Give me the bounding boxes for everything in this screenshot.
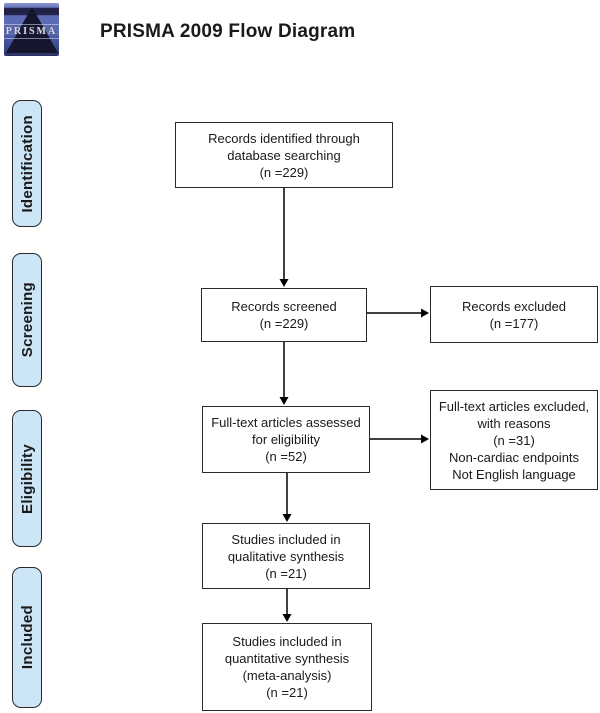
box-line: Not English language <box>452 466 576 482</box>
box-fulltext-assessed: Full-text articles assessed for eligibil… <box>202 406 370 473</box>
box-count: (n =21) <box>266 685 308 700</box>
box-line: qualitative synthesis <box>227 548 345 564</box>
pyramid-icon <box>5 7 58 53</box>
box-line: quantitative synthesis <box>224 651 350 666</box>
box-qualitative-synthesis: Studies included in qualitative synthesi… <box>202 523 370 589</box>
box-line: for eligibility <box>252 432 320 447</box>
prisma-logo-text: PRISMA <box>4 24 59 39</box>
phase-label-included: Included <box>12 567 42 708</box>
box-count: (n =177) <box>489 315 539 331</box>
box-count: (n =31) <box>493 432 535 448</box>
box-quantitative-synthesis: Studies included in quantitative synthes… <box>202 623 372 711</box>
phase-label-eligibility: Eligibility <box>12 410 42 547</box>
box-line: Full-text articles excluded, <box>438 398 590 414</box>
box-count: (n =229) <box>259 164 309 180</box>
box-count: (n =52) <box>265 449 307 464</box>
box-count: (n =21) <box>265 565 307 581</box>
box-line: Records excluded <box>461 298 567 314</box>
box-line: with reasons <box>477 415 551 431</box>
box-records-excluded: Records excluded (n =177) <box>430 286 598 343</box>
box-line: (meta-analysis) <box>242 668 332 683</box>
page-title: PRISMA 2009 Flow Diagram <box>100 21 356 42</box>
phase-label-screening: Screening <box>12 253 42 387</box>
box-records-screened: Records screened (n =229) <box>201 288 367 342</box>
box-line: Full-text articles assessed <box>211 415 361 430</box>
box-fulltext-excluded: Full-text articles excluded, with reason… <box>430 390 598 490</box>
box-count: (n =229) <box>259 316 309 331</box>
box-line: Non-cardiac endpoints <box>448 449 580 465</box>
box-line: Records screened <box>231 299 337 314</box>
box-line: Studies included in <box>231 531 341 547</box>
phase-label-identification: Identification <box>12 100 42 227</box>
box-line: Records identified through <box>208 130 360 146</box>
prisma-logo: PRISMA <box>4 3 59 56</box>
box-line: database searching <box>227 147 341 163</box>
box-line: Studies included in <box>232 634 342 649</box>
box-records-identified: Records identified through database sear… <box>175 122 393 188</box>
